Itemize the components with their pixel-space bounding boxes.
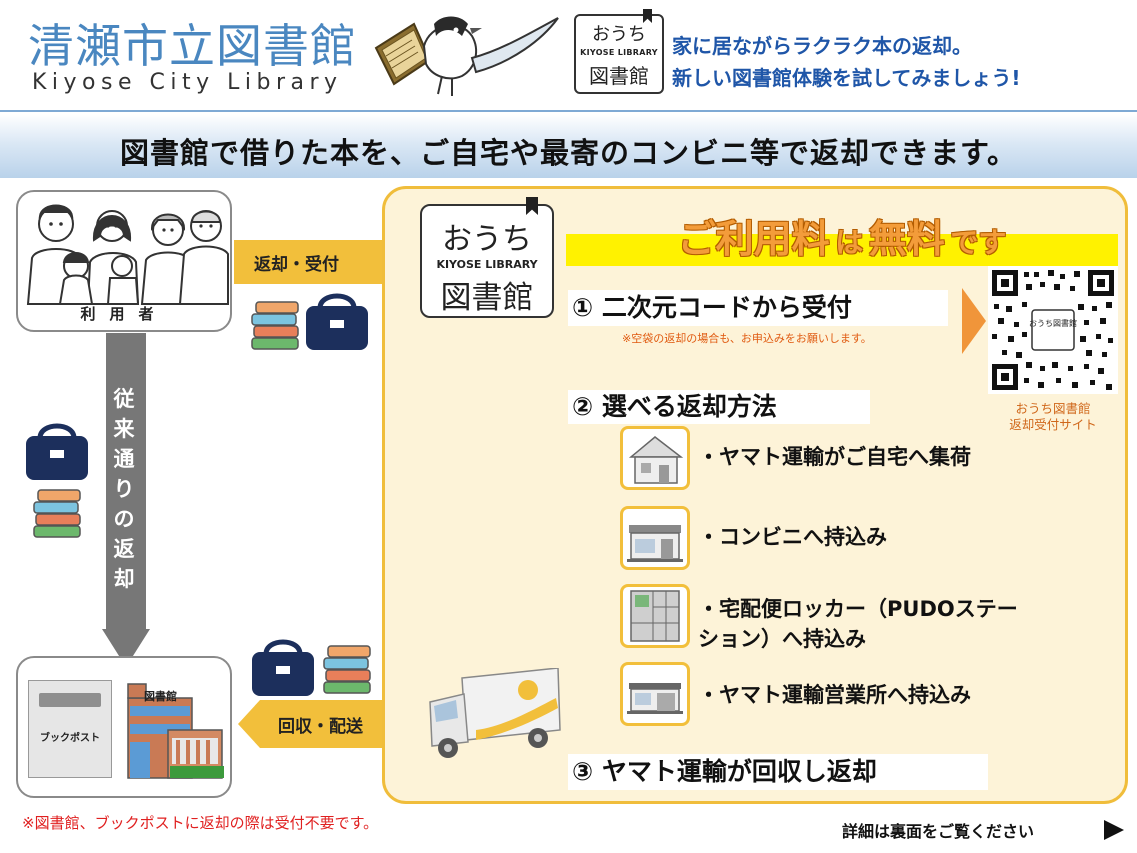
- method-home-pickup-label: ・ヤマト運輸がご自宅へ集荷: [698, 445, 971, 469]
- qr-caption-line-2: 返却受付サイト: [1009, 417, 1097, 432]
- play-arrow-icon: [1104, 820, 1124, 840]
- fee-highlight-band: [566, 234, 1118, 266]
- library-building-icon: [127, 683, 224, 779]
- collect-deliver-arrow: [238, 700, 418, 748]
- collect-deliver-label: 回収・配送: [278, 717, 363, 737]
- qr-caption-line-1: おうち図書館: [1015, 401, 1091, 416]
- step3-band: [568, 754, 988, 790]
- bookmark-icon: [526, 197, 538, 215]
- header-divider: [0, 110, 1137, 112]
- method-pudo-locker: [620, 584, 690, 648]
- library-subtitle: Kiyose City Library: [32, 70, 343, 95]
- tagline-line-2: 新しい図書館体験を試してみましょう!: [672, 66, 1021, 90]
- tote-bag-icon: [252, 639, 314, 696]
- qr-center-label: おうち図書館: [1029, 318, 1077, 328]
- delivery-truck-icon: [429, 668, 561, 758]
- method-yamato-office-label: ・ヤマト運輸営業所へ持込み: [698, 683, 971, 707]
- family-illustration-icon: [26, 204, 229, 305]
- yamato-office-icon: [627, 683, 683, 714]
- library-box: ブックポスト 図書館: [16, 656, 232, 798]
- tote-bag-icon: [306, 293, 368, 350]
- library-return-note: ※図書館、ブックポストに返却の際は受付不要です。: [22, 814, 379, 832]
- books-stack-icon: [251, 301, 299, 350]
- return-accept-label: 返却・受付: [254, 255, 339, 275]
- library-sign: 図書館: [144, 690, 177, 703]
- see-back-text: 詳細は裏面をご覧ください: [842, 822, 1035, 841]
- method-pudo-locker-label: ・宅配便ロッカー（PUDOステー ション）へ持込み: [698, 597, 1018, 651]
- user-label: 利用者: [80, 305, 168, 323]
- step2-band: [568, 390, 870, 424]
- convenience-store-icon: [627, 525, 683, 562]
- ouchi-logo-middle: KIYOSE LIBRARY: [580, 48, 658, 57]
- bookpost: ブックポスト: [28, 680, 112, 778]
- step2-heading: ② 選べる返却方法: [572, 392, 777, 421]
- bookpost-slot: [39, 693, 101, 707]
- method-yamato-office: [620, 662, 690, 726]
- locker-icon: [630, 590, 680, 642]
- free-of-charge-heading: ご利用料 は 無料 です: [677, 217, 1007, 261]
- user-box: 利用者: [16, 190, 232, 332]
- method-home-pickup: [620, 426, 690, 490]
- ouchi-logo-top: おうち: [592, 24, 646, 45]
- tagline-line-1: 家に居ながらラクラク本の返却。: [672, 34, 972, 58]
- ouchi-logo-bottom: 図書館: [589, 64, 649, 88]
- headline-text: 図書館で借りた本を、ご自宅や最寄のコンビニ等で返却できます。: [119, 136, 1018, 170]
- return-accept-arrow: [234, 240, 414, 284]
- ouchi-logo-top: おうち: [442, 222, 532, 257]
- headline-banner: 図書館で借りた本を、ご自宅や最寄のコンビニ等で返却できます。: [0, 114, 1137, 178]
- tote-bag-icon: [26, 423, 88, 480]
- right-arrow-icon: [962, 288, 986, 354]
- step1-heading: ① 二次元コードから受付: [572, 293, 852, 322]
- bookpost-label: ブックポスト: [40, 733, 100, 744]
- books-stack-icon: [323, 645, 371, 694]
- step3-heading: ③ ヤマト運輸が回収し返却: [572, 757, 877, 786]
- traditional-return-arrow: [102, 333, 150, 667]
- ouchi-library-logo: おうち KIYOSE LIBRARY 図書館: [420, 197, 554, 318]
- bird-reading-book-illustration: [374, 16, 559, 96]
- step1-band: [568, 290, 948, 326]
- ouchi-logo-middle: KIYOSE LIBRARY: [436, 258, 538, 271]
- ouchi-library-logo-small: おうち KIYOSE LIBRARY 図書館: [574, 9, 664, 94]
- bookmark-icon: [643, 9, 652, 23]
- traditional-return-label: 従 来 通 り の 返 却: [113, 387, 135, 591]
- qr-code[interactable]: おうち図書館: [988, 266, 1118, 394]
- method-convenience-store: [620, 506, 690, 570]
- step1-note: ※空袋の返却の場合も、お申込みをお願いします。: [622, 332, 872, 345]
- library-title: 清瀬市立図書館: [28, 19, 357, 73]
- ouchi-logo-bottom: 図書館: [440, 280, 534, 316]
- books-stack-icon: [33, 489, 81, 538]
- house-icon: [628, 436, 684, 484]
- method-convenience-store-label: ・コンビニへ持込み: [698, 525, 887, 549]
